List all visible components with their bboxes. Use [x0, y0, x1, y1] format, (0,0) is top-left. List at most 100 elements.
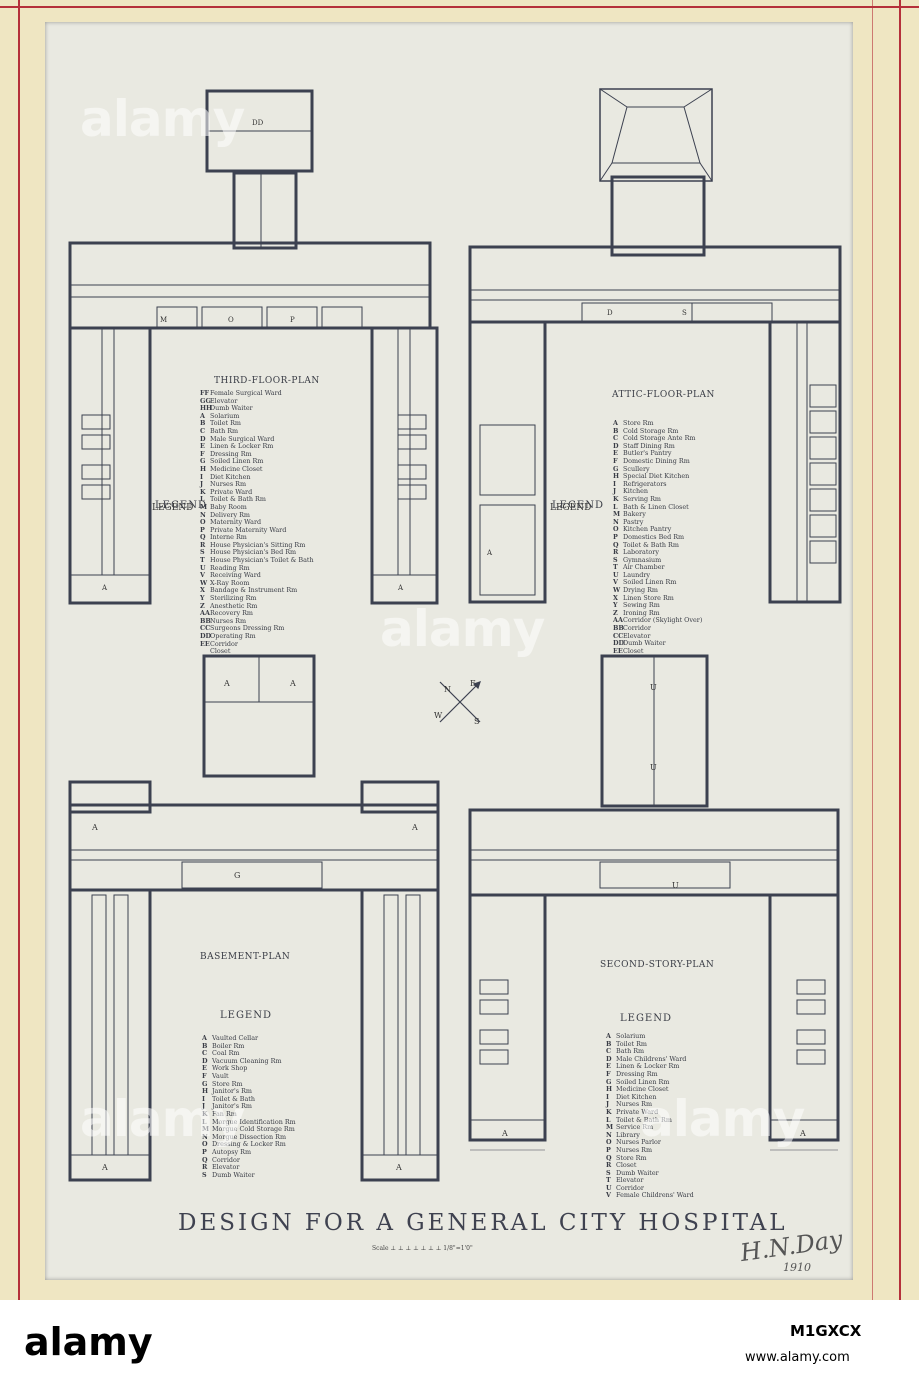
basement-title: BASEMENT-PLAN — [200, 952, 291, 962]
drawing-sheet — [45, 22, 853, 1280]
legend-row: EECorridor — [200, 639, 238, 648]
second-story-title: SECOND-STORY-PLAN — [600, 960, 715, 970]
third-floor-plan: DD M O P LEGEND A A — [62, 85, 452, 605]
legend-row: Closet — [210, 647, 231, 656]
legend-row: DDOperating Rm — [200, 632, 256, 640]
scale-bar-label: Scale ⊥ ⊥ ⊥ ⊥ ⊥ ⊥ ⊥ 1/8"=1'0" — [372, 1245, 473, 1252]
compass-rose: N E S W — [430, 672, 490, 736]
svg-text:U: U — [650, 683, 657, 692]
red-rule-top — [0, 6, 919, 8]
svg-text:U: U — [650, 763, 657, 772]
svg-text:A: A — [799, 1129, 806, 1138]
third-floor-side-legend-label: LEGEND — [155, 500, 207, 511]
svg-text:A: A — [223, 679, 230, 688]
footer-url-link[interactable]: www.alamy.com — [745, 1350, 850, 1365]
svg-text:S: S — [682, 309, 687, 317]
drawing-title: DESIGN FOR A GENERAL CITY HOSPITAL — [178, 1210, 788, 1236]
second-story-legend-heading: LEGEND — [620, 1013, 672, 1024]
basement-plan: A A A A G A A — [62, 650, 452, 1190]
attic-floor-title: ATTIC-FLOOR-PLAN — [612, 390, 715, 400]
legend-row: GGElevator — [200, 396, 238, 405]
attic-floor-side-legend-label: LEGEND — [552, 500, 604, 511]
svg-text:G: G — [234, 871, 240, 880]
svg-text:O: O — [228, 316, 234, 324]
third-floor-legend: FFFemale Surgical Ward GGElevator HHDumb… — [200, 389, 314, 656]
legend-row: CCSurgeons Dressing Rm — [200, 624, 285, 633]
svg-text:U: U — [672, 881, 679, 890]
svg-text:P: P — [290, 316, 295, 324]
svg-text:A: A — [501, 1129, 508, 1138]
legend-row: EECloset — [613, 646, 644, 655]
basement-plan-drawing: A A A A G A A — [68, 654, 440, 1182]
compass-label-e: E — [470, 679, 476, 688]
legend-row: BBCorridor — [613, 624, 651, 633]
svg-text:LEGEND: LEGEND — [550, 503, 591, 513]
watermark: alamy — [80, 90, 245, 148]
compass-label-w: W — [434, 711, 443, 720]
alamy-logo: alamy — [24, 1320, 153, 1364]
svg-text:A: A — [486, 549, 493, 557]
legend-row: CCElevator — [613, 631, 651, 640]
third-floor-plan-drawing: DD M O P LEGEND A A — [68, 89, 439, 605]
signature-year: 1910 — [783, 1261, 811, 1274]
svg-text:A: A — [289, 679, 296, 688]
legend-row: FFFemale Surgical Ward — [200, 389, 282, 397]
